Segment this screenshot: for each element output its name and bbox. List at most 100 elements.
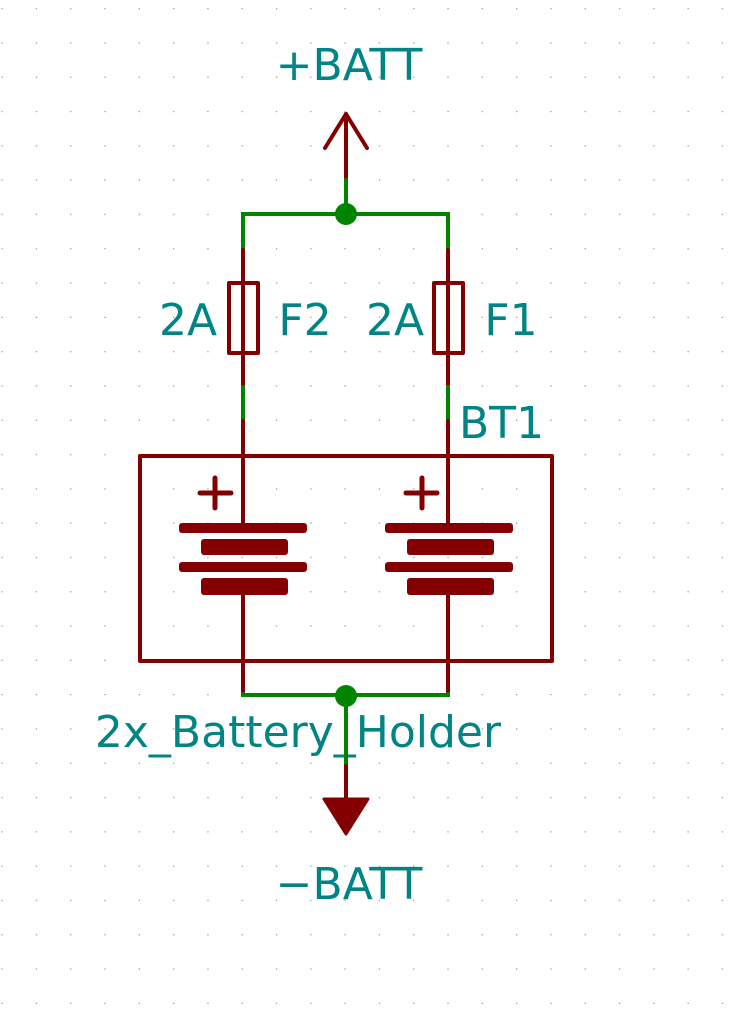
grid-dot: [104, 796, 106, 799]
grid-dot: [35, 8, 38, 10]
grid-dot: [104, 419, 106, 421]
grid-dot: [207, 934, 209, 936]
grid-dot: [618, 42, 621, 44]
grid-dot: [687, 934, 689, 936]
wire-fuse-battery[interactable]: [241, 385, 450, 423]
grid-dot: [516, 625, 518, 627]
grid-dot: [275, 796, 278, 799]
grid-dot: [481, 831, 483, 833]
grid-dot: [173, 865, 175, 867]
grid-dot: [1, 213, 3, 216]
grid-dot: [618, 762, 621, 764]
grid-dot: [584, 831, 586, 833]
battery-cell-icon: [385, 523, 513, 595]
grid-dot: [447, 145, 449, 147]
grid-dot: [618, 591, 621, 593]
grid-dot: [687, 42, 689, 44]
grid-dot: [721, 934, 724, 936]
grid-dot: [687, 968, 689, 970]
grid-dot: [70, 694, 72, 696]
grid-dot: [104, 591, 106, 593]
grid-dot: [687, 522, 689, 524]
grid-dot: [584, 316, 586, 318]
grid-dot: [207, 282, 209, 284]
grid-dot: [721, 488, 724, 490]
grid-dot: [35, 179, 38, 181]
grid-dot: [378, 591, 381, 593]
grid-dot: [70, 248, 72, 250]
battery-cell-icon: [179, 523, 307, 595]
grid-dot: [104, 453, 106, 456]
grid-dot: [584, 591, 586, 593]
grid-dot: [550, 316, 552, 318]
grid-dot: [310, 76, 312, 78]
power-symbol-minus-batt[interactable]: −BATT: [276, 764, 423, 910]
grid-dot: [1, 419, 3, 421]
grid-dot: [584, 968, 586, 970]
grid-dot: [721, 385, 724, 387]
grid-dot: [584, 213, 586, 216]
grid-dot: [241, 179, 243, 181]
grid-dot: [653, 831, 655, 833]
grid-dot: [447, 179, 449, 181]
grid-dot: [721, 351, 724, 353]
grid-dot: [173, 831, 175, 833]
grid-dot: [104, 248, 106, 250]
fuse-f2-ref: F2: [278, 295, 331, 346]
grid-dot: [481, 282, 483, 284]
battery-cell-right: [385, 419, 513, 696]
grid-dot: [653, 42, 655, 44]
grid-dot: [35, 556, 38, 559]
grid-dot: [275, 556, 278, 559]
grid-dot: [1, 145, 3, 147]
grid-dot: [584, 110, 586, 113]
grid-dot: [241, 42, 243, 44]
grid-dot: [70, 351, 72, 353]
plus-polarity-icon: [197, 475, 234, 511]
grid-dot: [207, 1002, 209, 1004]
fuse-f2[interactable]: 2A F2: [159, 248, 332, 387]
grid-dot: [550, 1002, 552, 1004]
grid-dot: [207, 110, 209, 113]
grid-dot: [173, 316, 175, 318]
grid-dot: [173, 556, 175, 559]
grid-dot: [413, 1002, 415, 1004]
fuse-f1[interactable]: 2A F1: [366, 248, 538, 387]
grid-dot: [653, 659, 655, 661]
grid-dot: [344, 865, 346, 867]
grid-dot: [584, 899, 586, 902]
grid-dot: [275, 419, 278, 421]
grid-dot: [447, 934, 449, 936]
grid-dot: [173, 213, 175, 216]
grid-dot: [687, 728, 689, 730]
grid-dot: [378, 831, 381, 833]
grid-dot: [35, 968, 38, 970]
battery-holder-bt1[interactable]: BT1: [95, 398, 554, 758]
grid-dot: [447, 899, 449, 902]
grid-dot: [447, 968, 449, 970]
grid-dot: [550, 351, 552, 353]
grid-dot: [1, 1002, 3, 1004]
grid-dot: [721, 145, 724, 147]
grid-dot: [550, 179, 552, 181]
grid-dot: [344, 248, 346, 250]
grid-dot: [721, 8, 724, 10]
grid-dot: [241, 831, 243, 833]
grid-dot: [310, 179, 312, 181]
grid-dot: [378, 556, 381, 559]
battery-holder-value: 2x_Battery_Holder: [95, 707, 502, 758]
grid-dot: [481, 419, 483, 421]
grid-dot: [35, 282, 38, 284]
grid-dot: [275, 76, 278, 78]
grid-dot: [35, 762, 38, 764]
grid-dot: [344, 385, 346, 387]
grid-dot: [721, 831, 724, 833]
power-symbol-plus-batt[interactable]: +BATT: [276, 40, 423, 182]
grid-dot: [310, 522, 312, 524]
grid-dot: [344, 1002, 346, 1004]
grid-dot: [481, 865, 483, 867]
grid-dot: [241, 728, 243, 730]
grid-dot: [550, 796, 552, 799]
grid-dot: [618, 316, 621, 318]
grid-dot: [550, 8, 552, 10]
